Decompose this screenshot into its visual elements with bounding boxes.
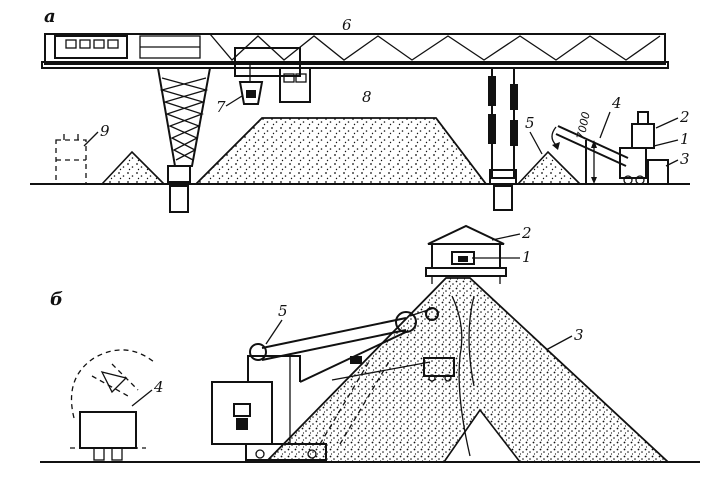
label-a-6: 6 [342,16,352,34]
label-a-3: 3 [680,150,690,168]
label-b-3: 3 [574,326,584,344]
crane-leg-left [156,67,212,213]
label-b-1: 1 [522,248,532,266]
label-a-2: 2 [679,108,690,126]
label-b-2: 2 [521,224,532,242]
machine-9 [55,134,87,185]
trolley-and-bucket [234,47,311,105]
small-pile-5 [516,150,582,185]
label-a-8: 8 [362,88,372,106]
label-a-9: 9 [100,122,110,140]
crane-leg-right [488,67,518,211]
label-b-4: 4 [153,378,164,396]
label-a-7: 7 [216,98,226,116]
panel-b: б 2 1 3 5 4 [40,224,700,463]
panel-a: а 6 8 9 7 5 4 2 1 3 7000 [30,6,690,213]
conveyor-4 [551,125,629,184]
label-a-5: 5 [525,114,535,132]
equipment-right [619,111,669,185]
label-b-5: 5 [278,302,288,320]
small-pile-left [100,150,166,185]
label-a-4: 4 [611,94,622,112]
top-house [425,224,507,284]
panel-b-letter: б [50,289,63,310]
label-a-1: 1 [680,130,690,148]
machine-4 [70,349,155,461]
crane-bridge [41,33,669,69]
panel-a-letter: а [44,6,56,27]
reclaimer-5 [211,307,455,461]
dimension-7000: 7000 [574,111,593,141]
main-pile-8 [193,117,488,185]
